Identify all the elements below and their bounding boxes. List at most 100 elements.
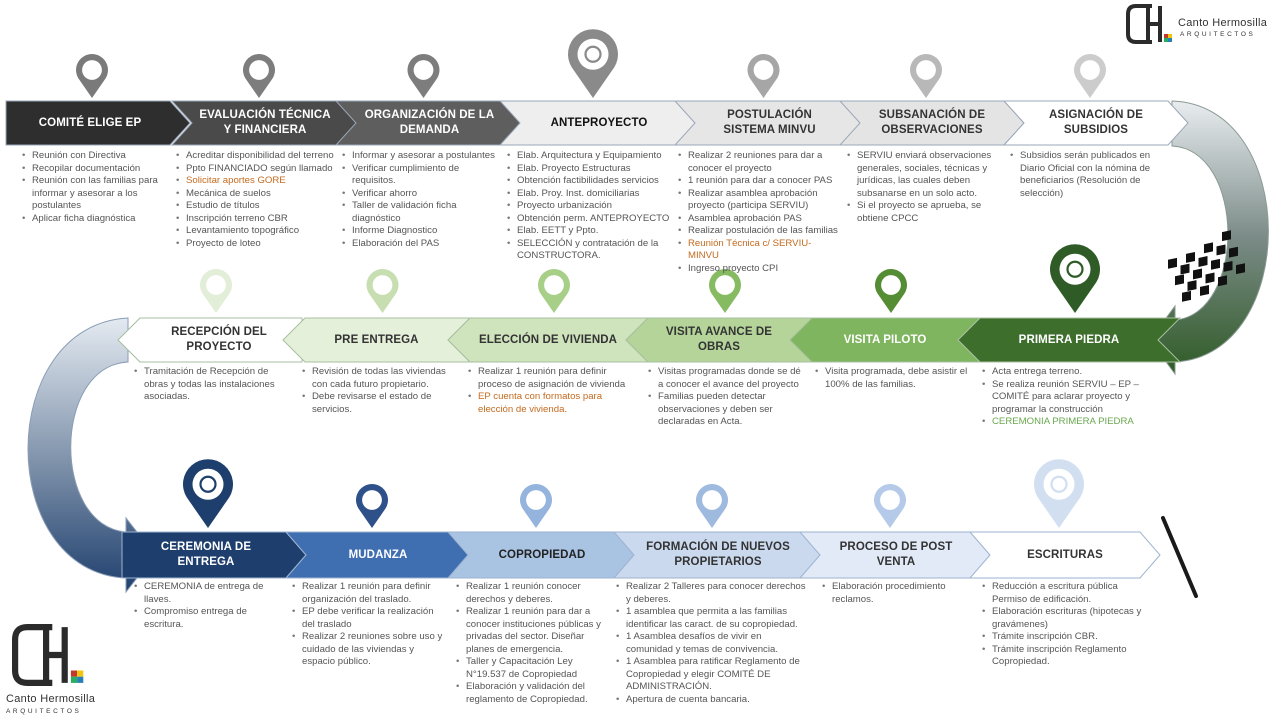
step-detail-list: Acreditar disponibilidad del terrenoPpto…	[176, 150, 336, 250]
step-detail-item: Levantamiento topográfico	[176, 225, 336, 238]
pin-hole	[82, 60, 102, 80]
logo-dot	[77, 676, 84, 683]
logo-mark-bottom	[12, 624, 84, 686]
logo-c-stroke	[12, 624, 53, 686]
step-detail-item: Tramitación de Recepción de obras y toda…	[134, 366, 284, 404]
finish-flag-icon	[1161, 230, 1245, 598]
step-label: ANTEPROYECTO	[550, 116, 648, 129]
logo-dot	[77, 670, 84, 677]
step-ribbons	[5, 100, 1189, 579]
flag-square	[1180, 263, 1190, 275]
step-detail-list: Tramitación de Recepción de obras y toda…	[134, 366, 284, 404]
pin-hole	[413, 60, 434, 80]
step-detail-list: Visitas programadas donde se dé a conoce…	[648, 366, 804, 429]
step-ribbon-2-6	[957, 317, 1182, 363]
flag-square	[1186, 251, 1195, 263]
logo-sub-top: ARQUITECTOS	[1180, 31, 1256, 38]
step-label: ASIGNACIÓN DE SUBSIDIOS	[1049, 109, 1143, 136]
step-detail-item: Obtención factibilidades servicios	[507, 175, 670, 188]
step-detail-list: CEREMONIA de entrega de llaves.Compromis…	[134, 581, 286, 631]
step-detail-item: Si el proyecto se aprueba, se obtiene CP…	[847, 200, 1002, 225]
step-ribbon-1-1	[5, 100, 191, 146]
pin-hole	[916, 60, 936, 80]
step-detail-item: Subsidios serán publicados en Diario Ofi…	[1010, 150, 1165, 200]
step-detail-item: Mecánica de suelos	[176, 188, 336, 201]
step-detail-list: SERVIU enviará observaciones generales, …	[847, 150, 1002, 225]
step-detail-item: Elaboración escrituras (hipotecas y grav…	[982, 606, 1150, 631]
step-detail-list: Subsidios serán publicados en Diario Ofi…	[1010, 150, 1165, 200]
step-label: RECEPCIÓN DEL PROYECTO	[171, 326, 267, 353]
step-detail-item: Realizar 1 reunión para dar a conocer in…	[456, 606, 612, 656]
step-label: EVALUACIÓN TÉCNICA Y FINANCIERA	[199, 109, 331, 136]
logo-dot	[1164, 38, 1168, 42]
step-detail-item: Ingreso proyecto CPI	[678, 263, 842, 276]
pin-hole	[192, 468, 224, 500]
step-detail-item: Verificar ahorro	[342, 188, 500, 201]
step-detail-item: Ppto FINANCIADO según llamado	[176, 163, 336, 176]
logo-marks	[12, 4, 1172, 686]
step-detail-item: Compromiso entrega de escritura.	[134, 606, 286, 631]
step-detail-item: Reducción a escritura pública Permiso de…	[982, 581, 1150, 606]
step-detail-item: Elab. EETT y Ppto.	[507, 225, 670, 238]
pin-hole	[881, 275, 901, 295]
step-label: VISITA AVANCE DE OBRAS	[665, 326, 773, 353]
step-detail-item: Revisión de todas las viviendas con cada…	[302, 366, 450, 391]
step-detail-item: Solicitar aportes GORE	[176, 175, 336, 188]
step-detail-item: Acreditar disponibilidad del terreno	[176, 150, 336, 163]
step-label: ELECCIÓN DE VIVIENDA	[478, 333, 618, 346]
step-detail-item: Elaboración del PAS	[342, 238, 500, 251]
flag-square	[1175, 274, 1184, 286]
step-label: FORMACIÓN DE NUEVOS PROPIETARIOS	[646, 541, 790, 568]
pin-hole	[1080, 60, 1100, 80]
step-detail-item: CEREMONIA PRIMERA PIEDRA	[982, 416, 1160, 429]
step-detail-item: Realizar 1 reunión para definir proceso …	[468, 366, 630, 391]
logo-dot	[1168, 38, 1172, 42]
step-ribbon-1-7	[1002, 100, 1189, 146]
pin-symbol-icon	[199, 475, 217, 493]
flag-square	[1198, 256, 1208, 267]
step-detail-item: Realizar 2 reuniones para dar a conocer …	[678, 150, 842, 175]
step-detail-list: Reducción a escritura pública Permiso de…	[982, 581, 1150, 669]
step-detail-item: Elab. Proyecto Estructuras	[507, 163, 670, 176]
step-detail-item: Elaboración procedimiento reclamos.	[822, 581, 970, 606]
location-pins	[75, 29, 1106, 528]
step-detail-list: Informar y asesorar a postulantesVerific…	[342, 150, 500, 250]
flag-square	[1205, 272, 1215, 284]
step-detail-item: Realizar 2 reuniones sobre uso y cuidado…	[292, 631, 448, 669]
step-detail-item: SELECCIÓN y contratación de la CONSTRUCT…	[507, 238, 670, 263]
flag-square	[1222, 230, 1231, 242]
step-label: POSTULACIÓN SISTEMA MINVU	[723, 109, 816, 136]
pin-hole	[715, 275, 735, 295]
flag-square	[1236, 263, 1245, 275]
step-detail-list: Realizar 1 reunión conocer derechos y de…	[456, 581, 612, 706]
step-detail-list: Realizar 1 reunión para definir proceso …	[468, 366, 630, 416]
step-detail-item: EP cuenta con formatos para elección de …	[468, 391, 630, 416]
step-detail-item: Proyecto de loteo	[176, 238, 336, 251]
step-detail-item: Taller de validación ficha diagnóstico	[342, 200, 500, 225]
pin-symbol-icon	[1050, 475, 1068, 493]
step-detail-list: Realizar 1 reunión para definir organiza…	[292, 581, 448, 669]
logo-name-bottom: Canto Hermosilla	[6, 693, 96, 705]
step-detail-item: SERVIU enviará observaciones generales, …	[847, 150, 1002, 200]
step-detail-item: Reunión con Directiva	[22, 150, 172, 163]
pin-hole	[372, 275, 393, 295]
pin-symbol-icon	[584, 45, 602, 63]
step-detail-list: Elab. Arquitectura y EquipamientoElab. P…	[507, 150, 670, 263]
step-detail-item: Inscripción terreno CBR	[176, 213, 336, 226]
logo-sub-bottom: ARQUITECTOS	[6, 708, 82, 715]
step-detail-list: Visita programada, debe asistir el 100% …	[815, 366, 970, 391]
step-detail-item: Estudio de títulos	[176, 200, 336, 213]
step-detail-item: Visita programada, debe asistir el 100% …	[815, 366, 970, 391]
step-detail-item: Elab. Arquitectura y Equipamiento	[507, 150, 670, 163]
pin-hole	[526, 490, 546, 510]
pin-hole	[577, 38, 609, 70]
flag-pole	[1161, 516, 1198, 598]
logo-dot	[1164, 34, 1168, 38]
step-detail-item: Realizar 1 reunión conocer derechos y de…	[456, 581, 612, 606]
step-detail-item: Debe revisarse el estado de servicios.	[302, 391, 450, 416]
pin-hole	[1059, 253, 1091, 285]
flag-square	[1168, 257, 1177, 269]
step-detail-item: Apertura de cuenta bancaria.	[616, 694, 808, 707]
step-ribbon-3-6	[968, 531, 1161, 579]
step-detail-item: Acta entrega terreno.	[982, 366, 1160, 379]
